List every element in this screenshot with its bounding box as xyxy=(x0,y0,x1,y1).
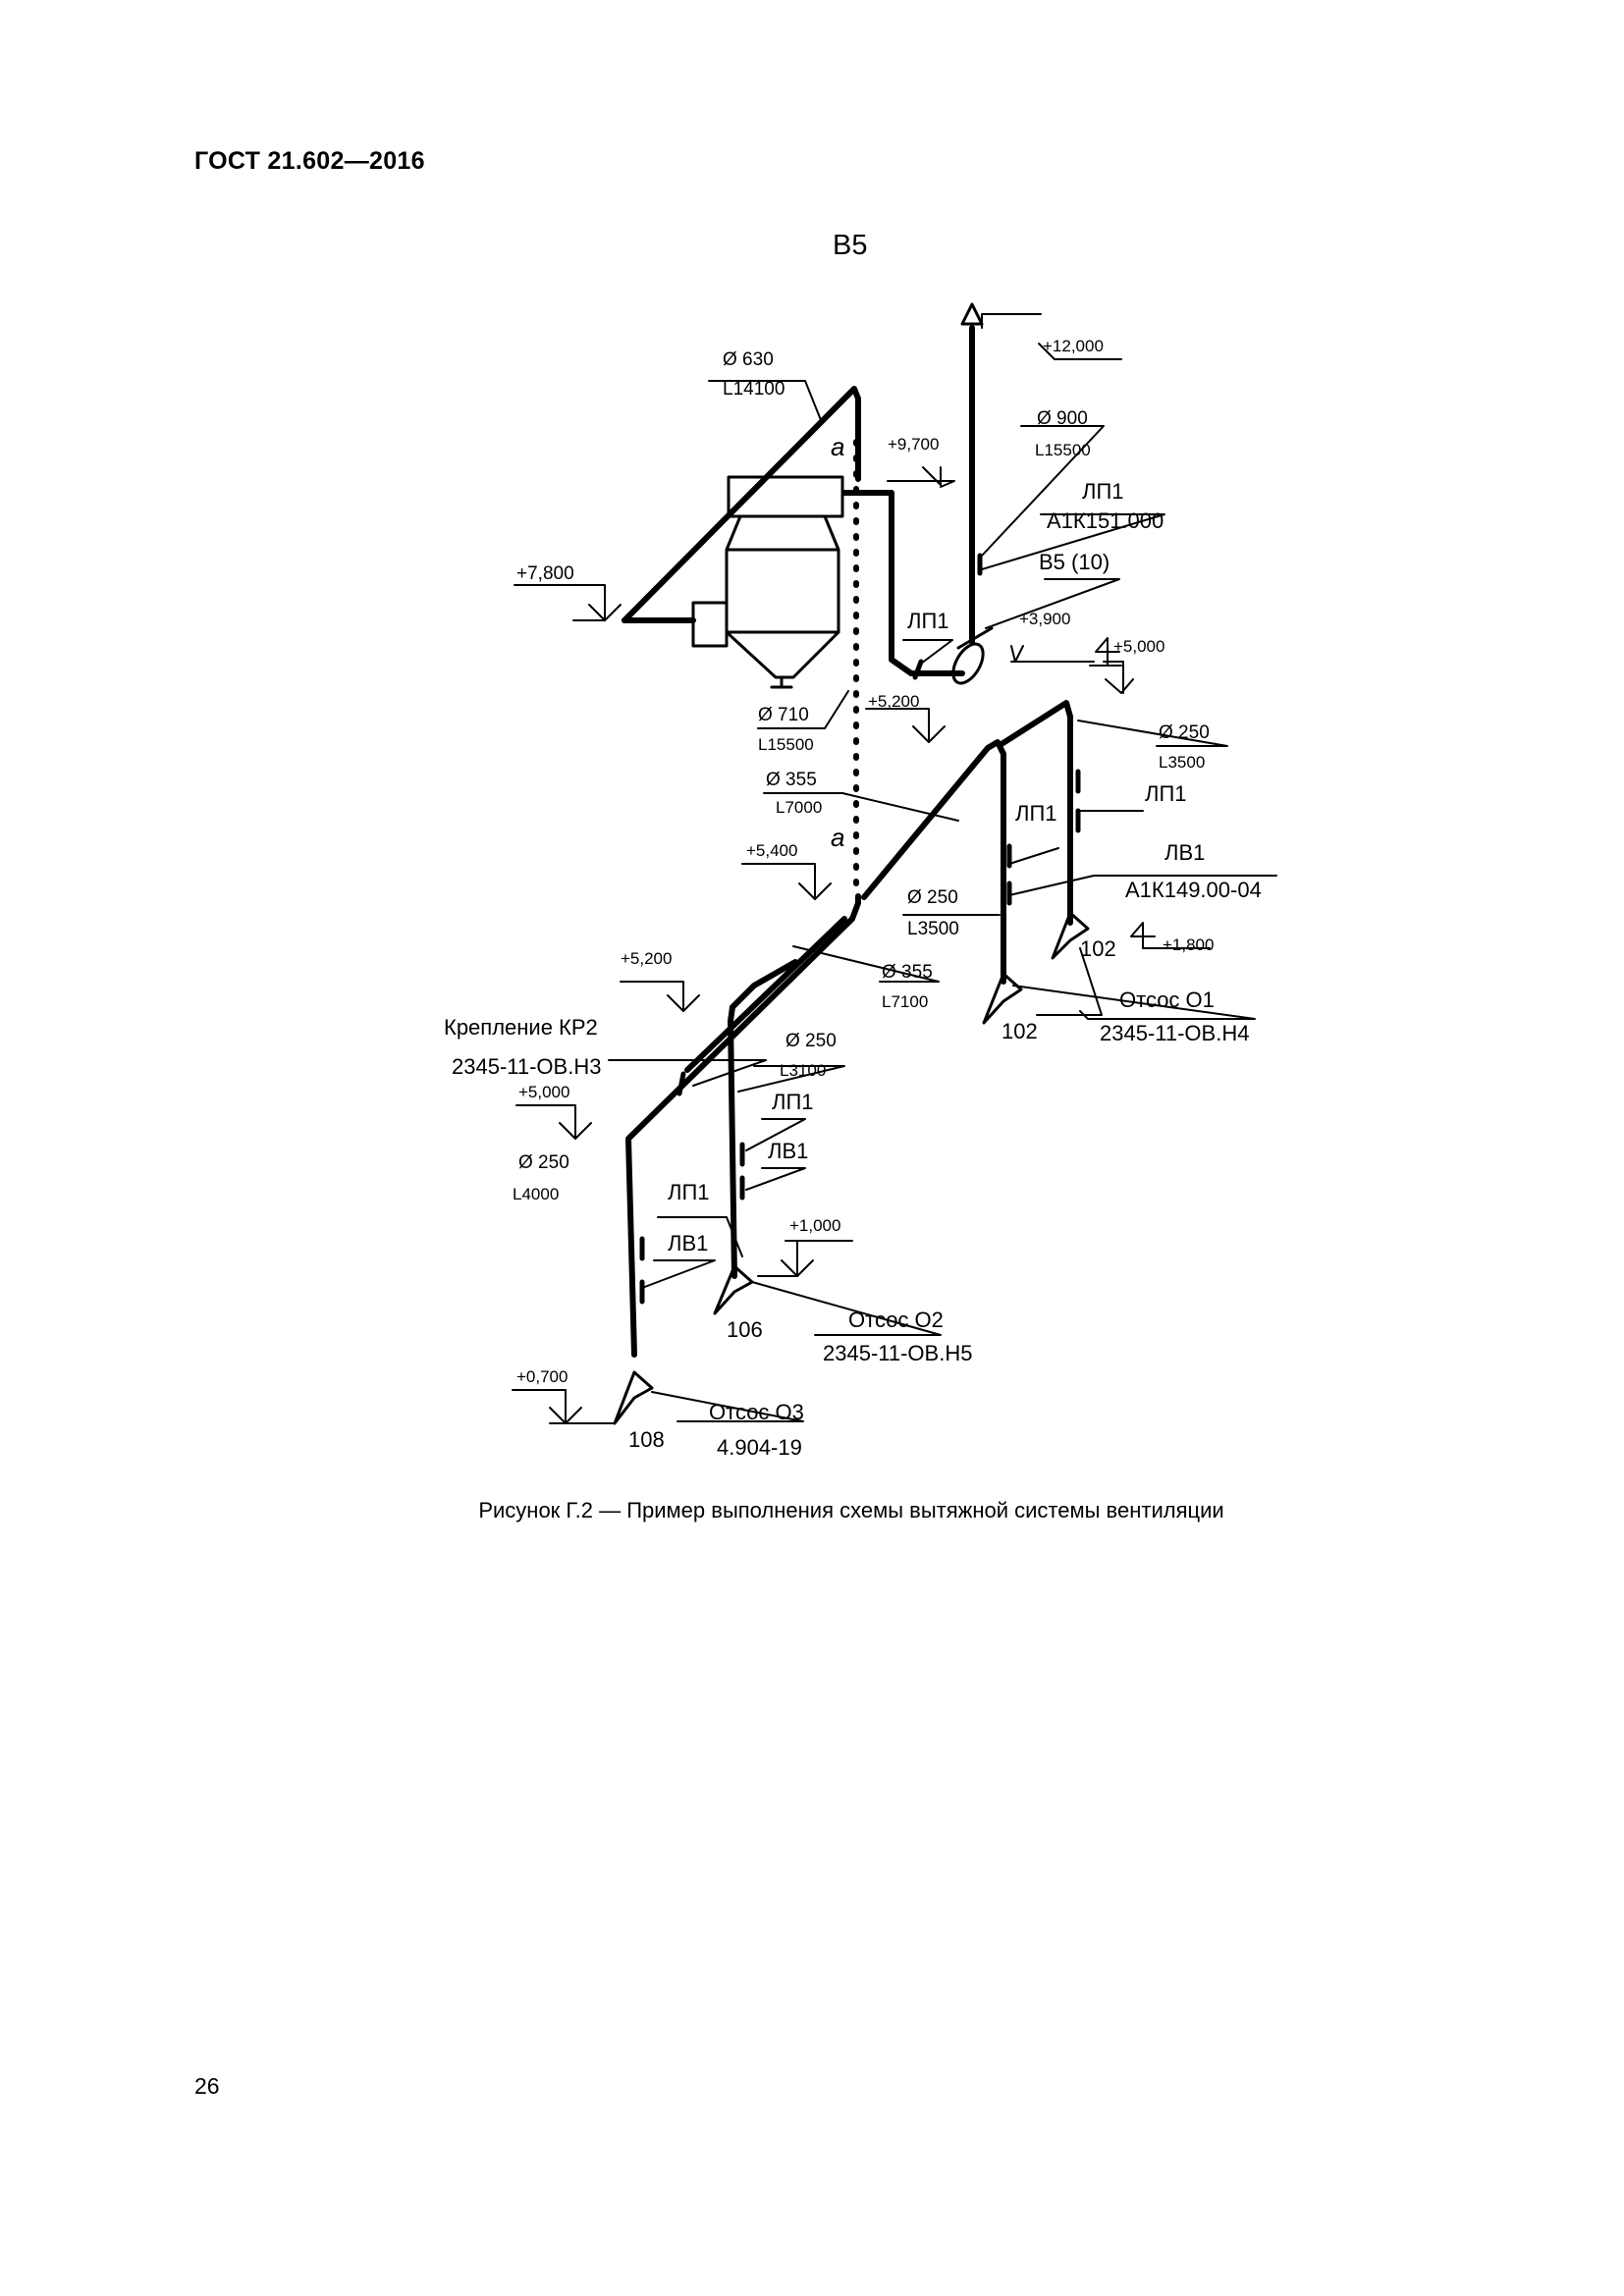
duct-5200-branch xyxy=(684,916,847,1073)
level-5400: +5,400 xyxy=(746,841,797,860)
level-5000b: +5,000 xyxy=(518,1083,569,1101)
label-otsos2: Отсос О2 xyxy=(848,1308,944,1332)
cyclone-unit xyxy=(622,475,844,689)
label-ov-h4: 2345-11-ОВ.Н4 xyxy=(1100,1021,1249,1045)
label-lv1-c: ЛВ1 xyxy=(668,1231,708,1255)
label-l4000: L4000 xyxy=(513,1185,559,1203)
label-lp1-d: ЛП1 xyxy=(1015,801,1057,826)
label-lp1-f: ЛП1 xyxy=(668,1180,710,1204)
label-d355b: Ø 355 xyxy=(882,962,933,983)
level-9700: +9,700 xyxy=(888,435,939,454)
level-3900: +3,900 xyxy=(1019,610,1070,628)
label-a1k151: А1К151.000 xyxy=(1047,508,1164,533)
label-l3500b: L3500 xyxy=(907,919,959,939)
label-d250b: Ø 250 xyxy=(907,887,958,908)
label-d630: Ø 630 xyxy=(723,349,774,370)
level-5200b: +5,200 xyxy=(621,949,672,968)
label-l3500a: L3500 xyxy=(1159,753,1205,772)
label-d250a: Ø 250 xyxy=(1159,722,1210,743)
label-l7100: L7100 xyxy=(882,992,928,1011)
hood-symbols xyxy=(613,911,1090,1425)
label-d355a: Ø 355 xyxy=(766,770,817,790)
label-a-bottom: а xyxy=(831,823,844,852)
level-1800: +1,800 xyxy=(1163,935,1214,954)
label-l15500b: L15500 xyxy=(758,735,814,754)
duct-355-lower xyxy=(728,959,798,1279)
duct-630 xyxy=(622,386,861,623)
duct-710-discharge xyxy=(841,490,965,676)
damper-marks xyxy=(639,553,1081,1305)
label-lp1-b: ЛП1 xyxy=(907,609,949,633)
document-header: ГОСТ 21.602—2016 xyxy=(194,147,425,175)
label-l7000: L7000 xyxy=(776,798,822,817)
level-7800: +7,800 xyxy=(516,563,574,584)
level-0700: +0,700 xyxy=(516,1367,568,1386)
exhaust-arrow xyxy=(960,302,984,326)
label-lp1-a: ЛП1 xyxy=(1082,479,1124,504)
label-b5-10: В5 (10) xyxy=(1039,550,1110,574)
duct-355-upper xyxy=(861,739,1006,985)
label-d250c: Ø 250 xyxy=(785,1031,837,1051)
duct-lines xyxy=(622,325,1073,1358)
label-d250d: Ø 250 xyxy=(518,1152,569,1173)
label-otsos1: Отсос О1 xyxy=(1119,988,1215,1012)
level-5000a: +5,000 xyxy=(1113,637,1164,656)
label-num108: 108 xyxy=(628,1427,665,1452)
label-l14100: L14100 xyxy=(723,379,785,400)
leader-lines xyxy=(608,380,1277,1422)
label-ref4904: 4.904-19 xyxy=(717,1435,802,1460)
label-ov-h3: 2345-11-ОВ.Н3 xyxy=(452,1054,601,1079)
label-lv1-b: ЛВ1 xyxy=(768,1139,808,1163)
label-a-top: а xyxy=(831,432,844,461)
level-12000: +12,000 xyxy=(1043,337,1104,355)
label-kreplenie: Крепление КР2 xyxy=(444,1015,598,1040)
label-l15500a: L15500 xyxy=(1035,441,1091,459)
label-ov-h5: 2345-11-ОВ.Н5 xyxy=(823,1341,972,1365)
scheme-title: В5 xyxy=(833,230,868,261)
label-num106: 106 xyxy=(727,1317,763,1342)
fan-symbol xyxy=(951,626,994,685)
label-a1k149: А1К149.00-04 xyxy=(1125,878,1262,902)
label-num102a: 102 xyxy=(1080,936,1116,961)
label-otsos3: Отсос О3 xyxy=(709,1400,804,1424)
page-number: 26 xyxy=(194,2073,220,2099)
level-5200a: +5,200 xyxy=(868,692,919,711)
label-lp1-c: ЛП1 xyxy=(1145,781,1187,806)
figure-caption: Рисунок Г.2 — Пример выполнения схемы вы… xyxy=(478,1498,1224,1522)
duct-355-top xyxy=(999,700,1073,926)
label-num102b: 102 xyxy=(1001,1019,1038,1043)
label-lv1-a: ЛВ1 xyxy=(1164,840,1205,865)
level-marks xyxy=(512,313,1211,1424)
label-l3100: L3100 xyxy=(780,1061,826,1080)
label-lp1-e: ЛП1 xyxy=(772,1090,814,1114)
label-d900: Ø 900 xyxy=(1037,408,1088,429)
level-1000: +1,000 xyxy=(789,1216,840,1235)
label-d710: Ø 710 xyxy=(758,705,809,725)
duct-riser xyxy=(625,893,861,1358)
